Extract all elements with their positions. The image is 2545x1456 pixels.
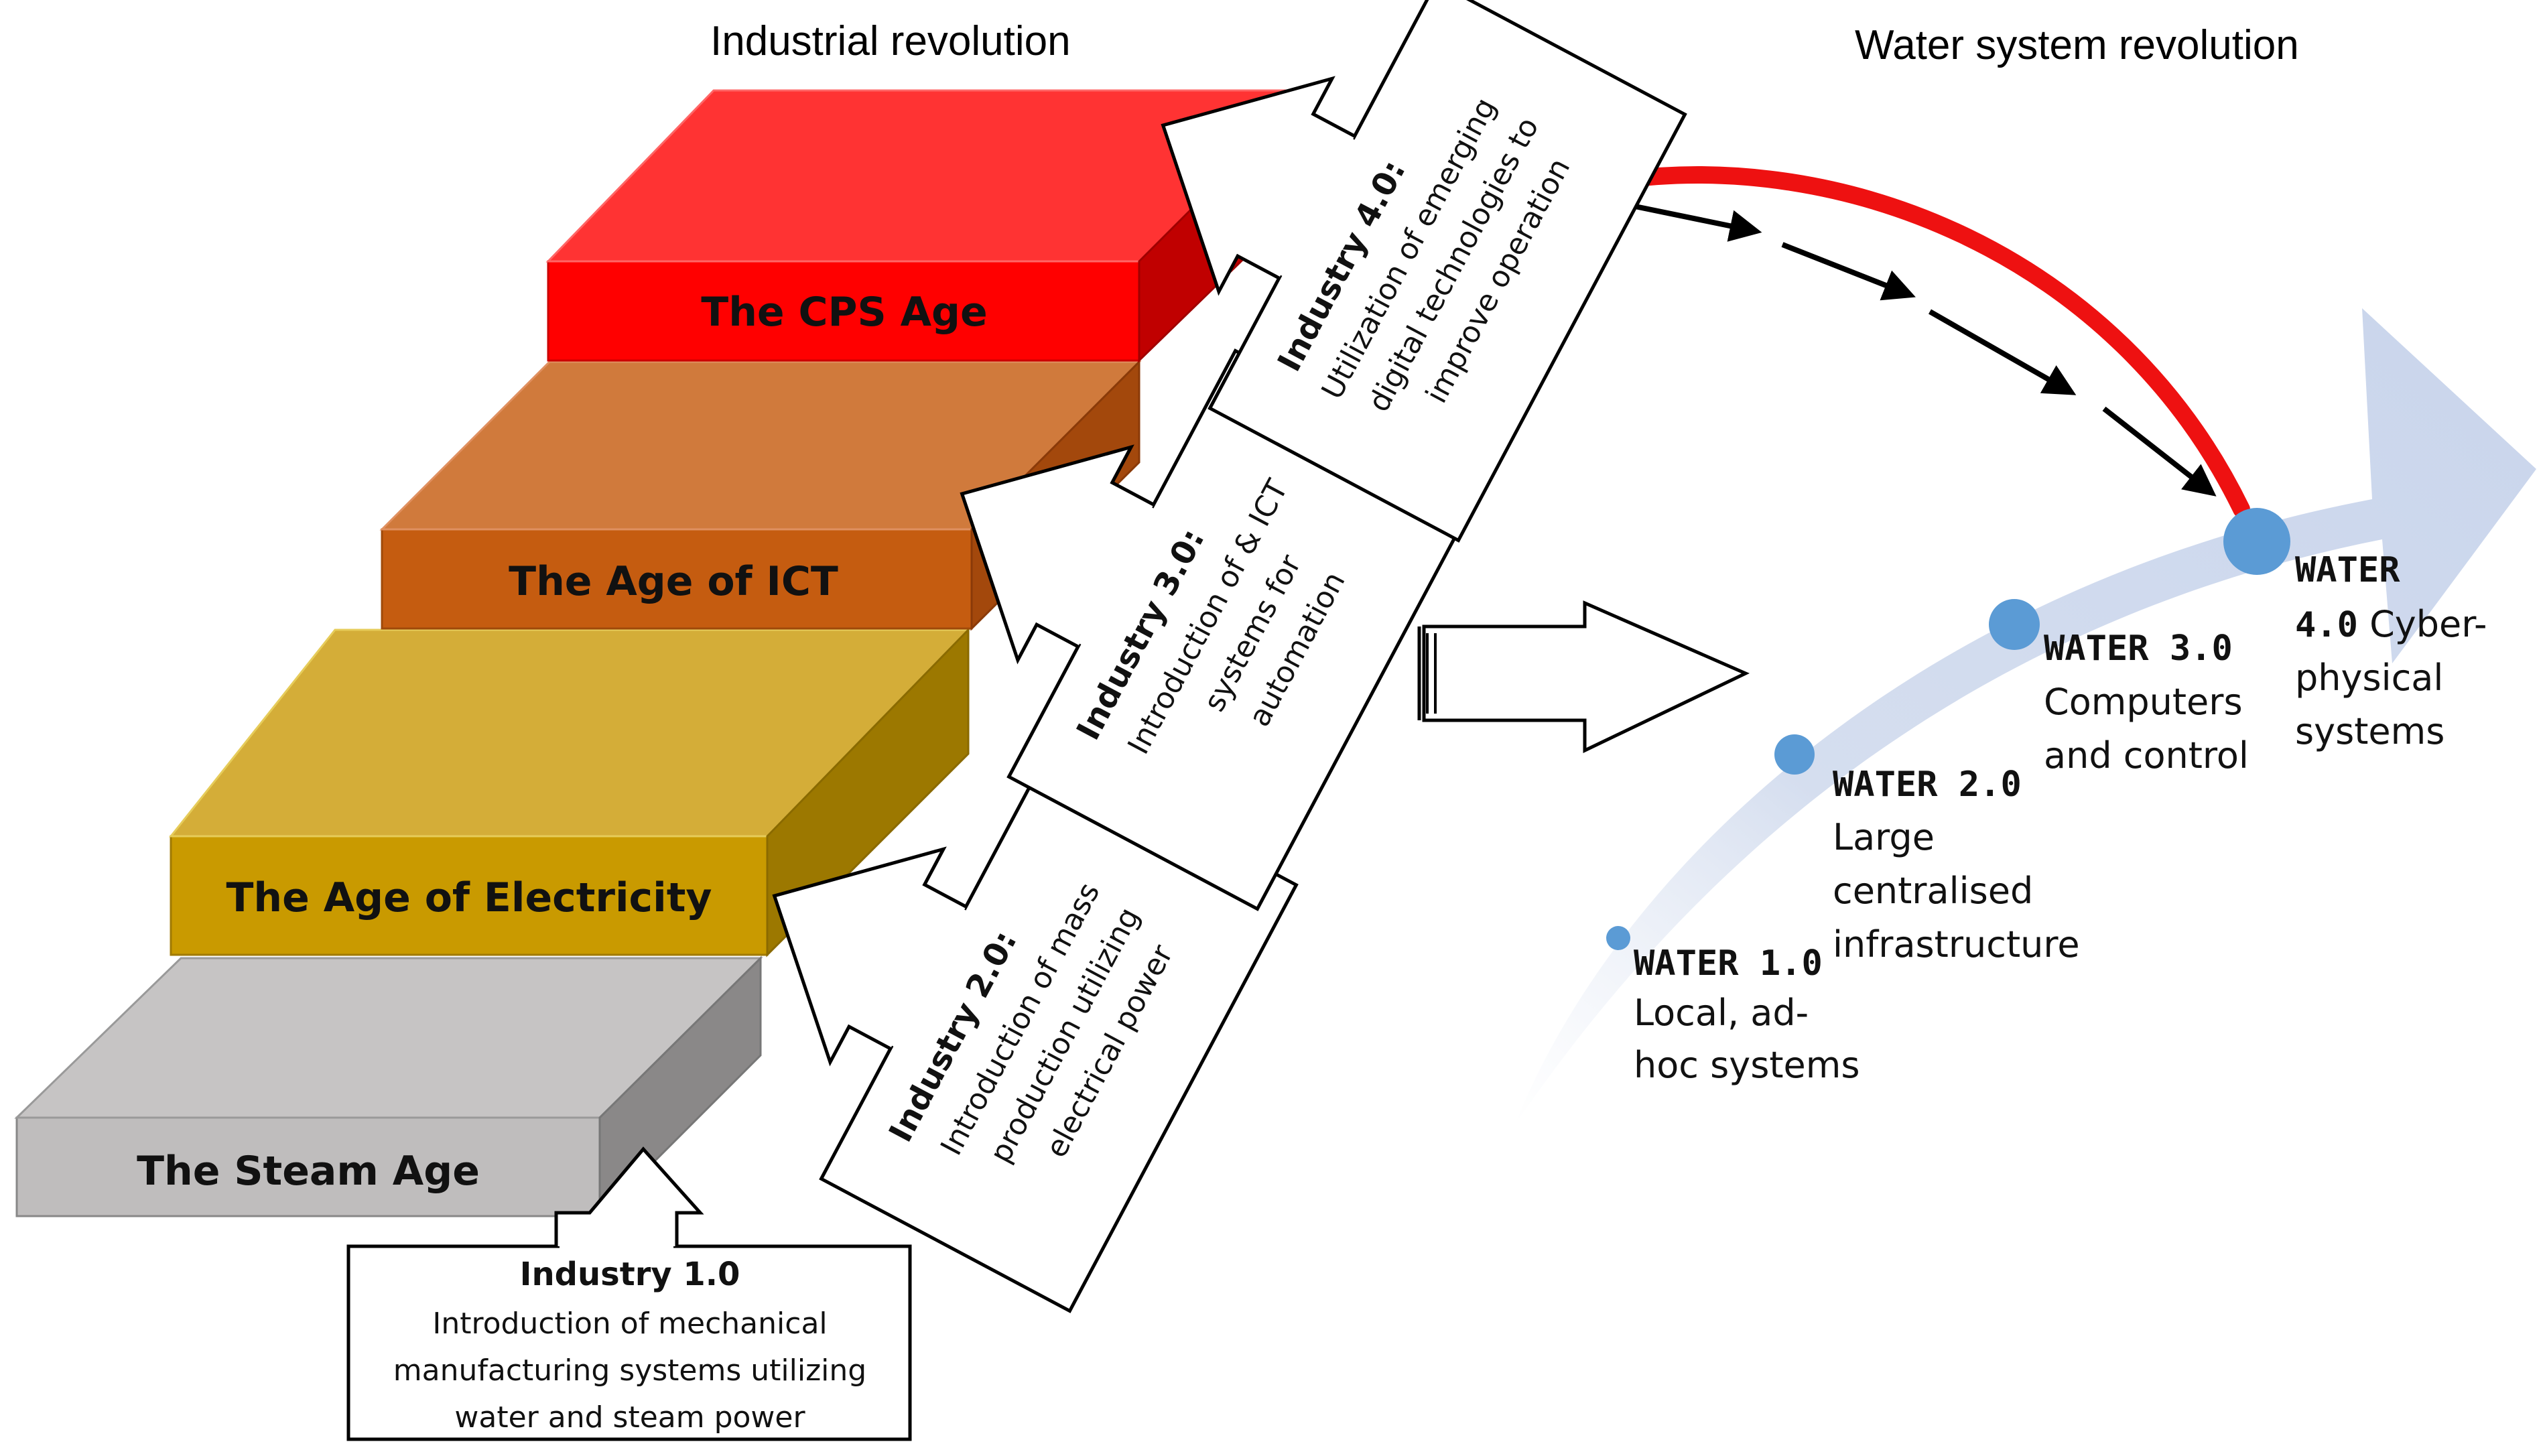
water-2-line-3: infrastructure bbox=[1833, 923, 2080, 966]
water-2-line-2: centralised bbox=[1833, 870, 2033, 912]
water-4-line-2: 4.0 Cyber- bbox=[2295, 603, 2487, 645]
industrial-revolution-title: Industrial revolution bbox=[710, 18, 1071, 64]
water-3-label: WATER 3.0 Computers and control bbox=[2044, 628, 2249, 777]
arc-arrow-2 bbox=[1781, 242, 1916, 301]
water-1-heading: WATER 1.0 bbox=[1634, 943, 1823, 984]
water-3-line-2: and control bbox=[2044, 734, 2249, 777]
industry-1-heading: Industry 1.0 bbox=[520, 1256, 740, 1293]
industry-1-line-2: manufacturing systems utilizing bbox=[393, 1353, 866, 1388]
water-1-label: WATER 1.0 Local, ad- hoc systems bbox=[1634, 943, 1859, 1086]
water-1-line-2: hoc systems bbox=[1634, 1044, 1859, 1086]
age-of-ict-label: The Age of ICT bbox=[509, 558, 838, 605]
water-3-dot bbox=[1989, 599, 2040, 650]
water-4-heading-line-2: 4.0 bbox=[2295, 605, 2358, 645]
water-system-revolution-title: Water system revolution bbox=[1855, 22, 2299, 68]
industry-2-callout: Industry 2.0: Introduction of mass produ… bbox=[772, 750, 1299, 1313]
steam-age-step: The Steam Age bbox=[14, 955, 763, 1219]
age-of-electricity-step: The Age of Electricity bbox=[168, 627, 971, 957]
water-4-dot bbox=[2223, 508, 2290, 575]
water-2-label: WATER 2.0 Large centralised infrastructu… bbox=[1833, 765, 2080, 966]
water-3-heading: WATER 3.0 bbox=[2044, 628, 2233, 669]
water-4-line-2-rest: Cyber- bbox=[2358, 603, 2487, 645]
industry-1-callout: Industry 1.0 Introduction of mechanical … bbox=[346, 1146, 912, 1441]
water-1-line-1: Local, ad- bbox=[1634, 992, 1809, 1034]
water-3-line-1: Computers bbox=[2044, 681, 2243, 723]
water-2-heading: WATER 2.0 bbox=[1833, 765, 2022, 805]
water-4-line-3: physical bbox=[2295, 657, 2443, 699]
arc-arrow-1 bbox=[1634, 204, 1762, 242]
water-1-dot bbox=[1606, 926, 1630, 950]
steam-age-label: The Steam Age bbox=[137, 1148, 480, 1195]
industry-1-line-1: Introduction of mechanical bbox=[432, 1307, 827, 1341]
arc-arrow-3 bbox=[1929, 309, 2077, 395]
cps-age-label: The CPS Age bbox=[701, 289, 987, 336]
age-of-electricity-label: The Age of Electricity bbox=[226, 874, 712, 921]
water-2-dot bbox=[1774, 734, 1815, 775]
water-4-line-4: systems bbox=[2295, 710, 2444, 752]
industry4-to-water4-arc bbox=[1606, 166, 2250, 518]
industry-1-line-3: water and steam power bbox=[454, 1400, 805, 1435]
water-2-line-1: Large bbox=[1833, 816, 1935, 858]
arc-arrow-4 bbox=[2102, 406, 2217, 497]
industry-4-callout: Industry 4.0: Utilization of emerging di… bbox=[1161, 0, 1687, 543]
water-4-label: WATER 4.0 Cyber- physical systems bbox=[2295, 550, 2487, 752]
water-4-heading-line-1: WATER bbox=[2295, 550, 2400, 590]
water-evolution-arrow bbox=[1514, 308, 2536, 1126]
transition-block-arrow bbox=[1417, 600, 1750, 753]
